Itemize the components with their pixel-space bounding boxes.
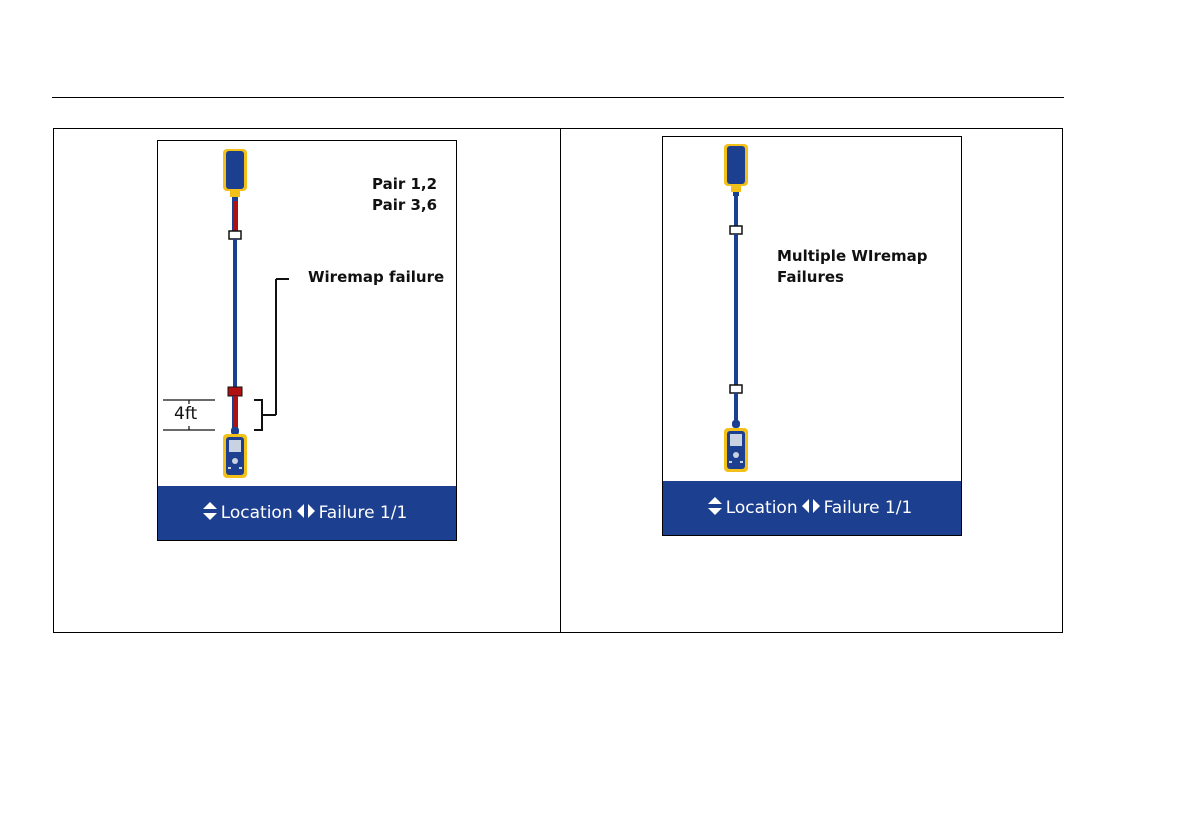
faulted-cable-segment	[233, 201, 237, 231]
remote-unit-icon	[724, 144, 748, 196]
wiremap-screen-multiple-failures: Multiple WIremap Failures Location Failu…	[662, 136, 962, 536]
pair-label-2: Pair 3,6	[372, 195, 437, 216]
fault-marker	[228, 387, 242, 396]
pair-label-1: Pair 1,2	[372, 174, 437, 195]
left-right-arrow-icon[interactable]	[802, 498, 820, 518]
failure-leader-line	[254, 279, 289, 430]
faulted-cable-segment	[233, 396, 237, 429]
header-rule	[52, 97, 1064, 98]
cable-segment	[734, 234, 738, 385]
figure-divider	[560, 128, 561, 633]
connector-marker	[730, 385, 742, 393]
multiple-failure-label-line2: Failures	[777, 267, 844, 288]
tester-unit-icon	[724, 420, 748, 472]
connector-marker	[229, 231, 241, 239]
up-down-arrow-icon[interactable]	[203, 502, 217, 525]
distance-label: 4ft	[174, 404, 197, 425]
failure-counter: Failure 1/1	[319, 503, 408, 523]
left-right-arrow-icon[interactable]	[297, 503, 315, 523]
failure-label: Wiremap failure	[308, 267, 444, 288]
wiremap-screen-single-failure: Pair 1,2 Pair 3,6 Wiremap failure 4ft Lo…	[157, 140, 457, 541]
status-bar: Location Failure 1/1	[158, 486, 456, 540]
location-label: Location	[221, 503, 293, 523]
cable-diagram	[663, 137, 962, 482]
status-bar: Location Failure 1/1	[663, 481, 961, 535]
multiple-failure-label-line1: Multiple WIremap	[777, 246, 928, 267]
cable-segment	[233, 239, 237, 387]
cable-segment	[734, 393, 738, 421]
tester-unit-icon	[223, 427, 247, 478]
remote-unit-icon	[223, 149, 247, 201]
connector-marker	[730, 226, 742, 234]
failure-counter: Failure 1/1	[824, 498, 913, 518]
up-down-arrow-icon[interactable]	[708, 497, 722, 520]
cable-segment	[734, 196, 738, 226]
location-label: Location	[726, 498, 798, 518]
